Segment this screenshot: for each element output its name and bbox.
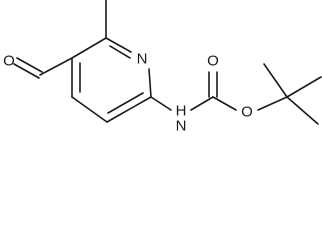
atom-labels: O N H N O O (3, 51, 253, 135)
ring-inner-double-c6-n (109, 45, 131, 59)
tbutyl-bond-up (263, 63, 288, 98)
chemical-structure: O N H N O O (3, 0, 322, 135)
tbutyl-bond-down (286, 96, 319, 125)
amine-bond (150, 96, 172, 111)
aldehyde-ring-bond (39, 57, 73, 76)
aldehyde-oxygen-label: O (3, 53, 15, 70)
amide-nitrogen-label: N (176, 118, 187, 135)
carbonyl-oxygen-label: O (207, 53, 219, 70)
ester-bond (212, 96, 237, 111)
amide-bond (190, 96, 214, 111)
bonds (13, 0, 322, 125)
tbutyl-bond-right (286, 76, 322, 98)
ring-bond-n-c2 (148, 68, 152, 98)
aldehyde-double-bond-b (13, 63, 40, 79)
ring-bond-c3-c4 (71, 96, 108, 123)
ester-oxygen-label: O (241, 104, 253, 121)
ester-tbutyl-bond (257, 96, 288, 111)
ring-nitrogen-label: N (137, 51, 148, 68)
ring-bond-c5-c6 (71, 37, 107, 59)
amide-hydrogen-label: H (176, 103, 187, 120)
ring-bond-c6-n (105, 37, 132, 53)
ring-inner-double-c2-c3 (107, 92, 144, 114)
aldehyde-double-bond-a (16, 57, 43, 73)
ring-bond-c2-c3 (106, 96, 152, 123)
